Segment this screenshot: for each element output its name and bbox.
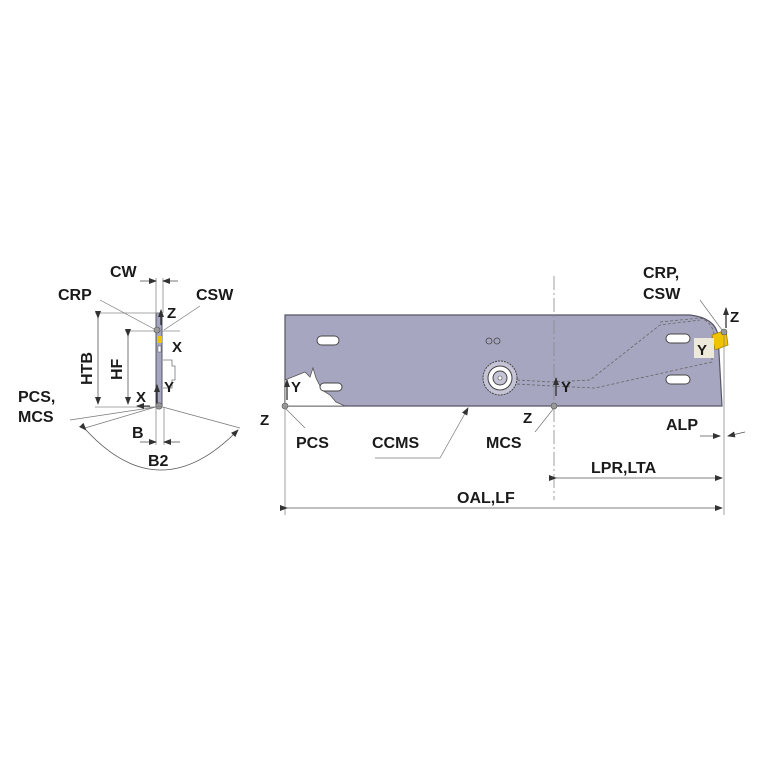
main-view: CRP, CSW Z Y ALP Z Y PCS CCMS Z MCS Y LP… [260, 265, 746, 515]
axis-z-right: Z [730, 309, 739, 326]
axis-z-left: Z [260, 412, 269, 429]
blade-body [284, 314, 723, 407]
label-csw-main: CSW [643, 286, 681, 303]
side-view: CW CRP CSW Z X Y X HTB HF PCS, MCS B B2 [18, 264, 241, 471]
label-csw: CSW [196, 287, 234, 304]
label-crp-main: CRP, [643, 265, 679, 282]
label-lpr-lta: LPR,LTA [591, 460, 657, 477]
label-b2: B2 [148, 453, 169, 470]
label-pcs: PCS [296, 435, 329, 452]
label-mcs: MCS [486, 435, 522, 452]
label-pcs-mcs-1: PCS, [18, 389, 55, 406]
label-htb: HTB [79, 352, 96, 385]
axis-y-mcs: Y [561, 379, 571, 396]
axis-y-right: Y [697, 342, 707, 359]
label-crp: CRP [58, 287, 92, 304]
axis-z-mcs: Z [523, 410, 532, 427]
label-ccms: CCMS [372, 435, 419, 452]
label-pcs-mcs-2: MCS [18, 409, 54, 426]
label-hf: HF [109, 358, 126, 380]
axis-x-side-top: X [172, 339, 182, 356]
axis-y-side: Y [164, 379, 174, 396]
label-oal-lf: OAL,LF [457, 490, 515, 507]
axis-z-side: Z [167, 305, 176, 322]
side-insert [157, 336, 162, 343]
axis-y-left: Y [291, 379, 301, 396]
label-alp: ALP [666, 417, 698, 434]
label-b: B [132, 425, 144, 442]
label-cw: CW [110, 264, 138, 281]
axis-x-side-bottom: X [136, 389, 146, 406]
